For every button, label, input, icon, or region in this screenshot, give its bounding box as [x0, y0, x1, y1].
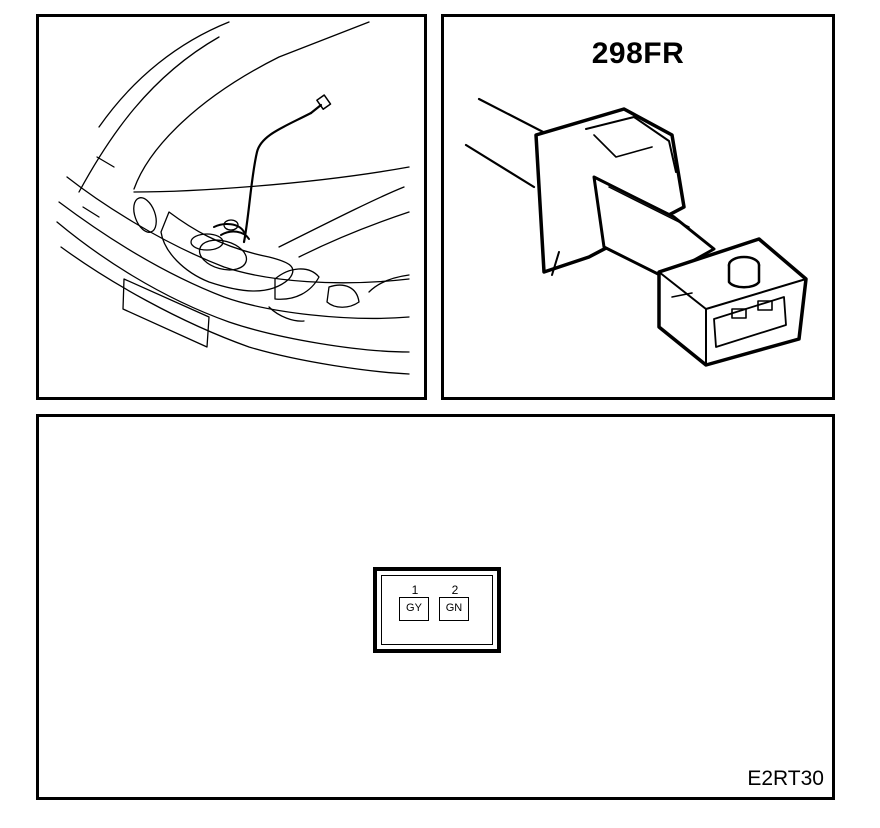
car-location-illustration [56, 21, 410, 375]
connector-code: 298FR [591, 37, 685, 70]
connector-panel: 298FR [441, 14, 835, 400]
pin-1: 1 GY [399, 583, 431, 621]
pin-wire-color: GN [439, 597, 469, 621]
connector-illustration [464, 97, 808, 367]
figure-reference: E2RT30 [747, 767, 824, 790]
pin-wire-color: GY [399, 597, 429, 621]
connector-face-inner [381, 575, 493, 645]
location-panel [36, 14, 427, 400]
connector-face: 1 GY 2 GN [373, 567, 501, 653]
pin-2: 2 GN [439, 583, 471, 621]
pin-number: 2 [451, 583, 459, 597]
pin-number: 1 [411, 583, 419, 597]
pinout-panel: 1 GY 2 GN E2RT30 [36, 414, 835, 800]
